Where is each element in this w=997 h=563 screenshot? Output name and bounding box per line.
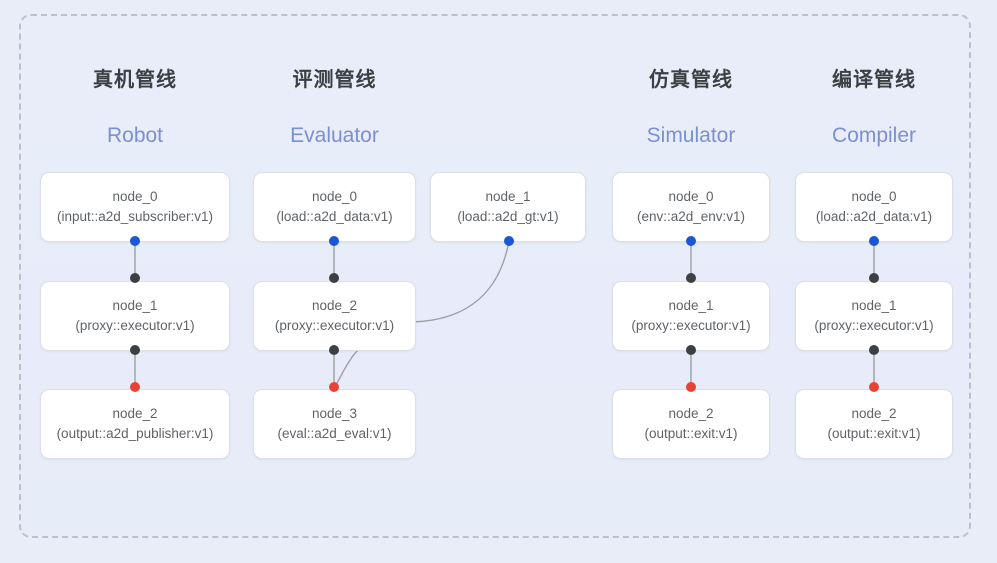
column-title-en-simulator: Simulator — [646, 124, 736, 147]
node-name: node_1 — [668, 298, 714, 313]
port-input-red[interactable] — [686, 382, 696, 392]
port-output-blue[interactable] — [504, 236, 514, 246]
pipeline-column-evaluator: 评测管线 Evaluator node_0 (load::a2d_data:v1… — [253, 0, 586, 563]
port-input-red[interactable] — [130, 382, 140, 392]
node-robot-0[interactable]: node_0 (input::a2d_subscriber:v1) — [40, 172, 230, 242]
port-input-black[interactable] — [869, 273, 879, 283]
node-type: (load::a2d_data:v1) — [276, 209, 393, 224]
node-name: node_2 — [851, 406, 897, 421]
node-name: node_1 — [112, 298, 158, 313]
port-output-black[interactable] — [329, 345, 339, 355]
port-output-black[interactable] — [130, 345, 140, 355]
node-name: node_0 — [668, 189, 714, 204]
port-input-red[interactable] — [329, 382, 339, 392]
port-input-black[interactable] — [686, 273, 696, 283]
node-compiler-2[interactable]: node_2 (output::exit:v1) — [795, 389, 953, 459]
node-type: (proxy::executor:v1) — [631, 318, 751, 333]
column-title-cn-evaluator: 评测管线 — [292, 69, 377, 91]
node-type: (input::a2d_subscriber:v1) — [56, 209, 214, 224]
port-input-black[interactable] — [329, 273, 339, 283]
port-input-red[interactable] — [869, 382, 879, 392]
port-output-blue[interactable] — [869, 236, 879, 246]
column-title-cn-compiler: 编译管线 — [832, 69, 916, 91]
node-type: (output::exit:v1) — [644, 426, 738, 441]
port-input-black[interactable] — [130, 273, 140, 283]
node-type: (env::a2d_env:v1) — [636, 209, 746, 224]
node-compiler-0[interactable]: node_0 (load::a2d_data:v1) — [795, 172, 953, 242]
node-name: node_1 — [485, 189, 531, 204]
port-output-black[interactable] — [686, 345, 696, 355]
node-name: node_3 — [311, 406, 358, 421]
node-name: node_0 — [112, 189, 158, 204]
node-evaluator-2[interactable]: node_2 (proxy::executor:v1) — [253, 281, 416, 351]
node-name: node_2 — [668, 406, 714, 421]
node-name: node_1 — [851, 298, 897, 313]
node-compiler-1[interactable]: node_1 (proxy::executor:v1) — [795, 281, 953, 351]
node-name: node_2 — [311, 298, 358, 313]
node-name: node_0 — [851, 189, 897, 204]
node-simulator-0[interactable]: node_0 (env::a2d_env:v1) — [612, 172, 770, 242]
node-simulator-2[interactable]: node_2 (output::exit:v1) — [612, 389, 770, 459]
node-type: (eval::a2d_eval:v1) — [277, 426, 392, 441]
port-output-blue[interactable] — [686, 236, 696, 246]
port-output-blue[interactable] — [130, 236, 140, 246]
node-evaluator-3[interactable]: node_3 (eval::a2d_eval:v1) — [253, 389, 416, 459]
node-type: (load::a2d_gt:v1) — [457, 209, 559, 224]
node-robot-1[interactable]: node_1 (proxy::executor:v1) — [40, 281, 230, 351]
pipeline-column-simulator: 仿真管线 Simulator node_0 (env::a2d_env:v1) … — [612, 0, 770, 563]
node-robot-2[interactable]: node_2 (output::a2d_publisher:v1) — [40, 389, 230, 459]
node-name: node_2 — [112, 406, 158, 421]
column-title-cn-simulator: 仿真管线 — [649, 69, 733, 91]
column-title-cn-robot: 真机管线 — [93, 69, 177, 91]
node-evaluator-0[interactable]: node_0 (load::a2d_data:v1) — [253, 172, 416, 242]
node-type: (proxy::executor:v1) — [75, 318, 195, 333]
port-output-blue[interactable] — [329, 236, 339, 246]
column-title-en-evaluator: Evaluator — [290, 124, 379, 147]
node-type: (output::a2d_publisher:v1) — [56, 426, 214, 441]
node-type: (proxy::executor:v1) — [274, 318, 395, 333]
node-simulator-1[interactable]: node_1 (proxy::executor:v1) — [612, 281, 770, 351]
node-name: node_0 — [311, 189, 358, 204]
pipeline-column-compiler: 编译管线 Compiler node_0 (load::a2d_data:v1)… — [795, 0, 953, 563]
node-type: (load::a2d_data:v1) — [815, 209, 933, 224]
node-type: (output::exit:v1) — [827, 426, 921, 441]
node-evaluator-1[interactable]: node_1 (load::a2d_gt:v1) — [430, 172, 586, 242]
pipeline-column-robot: 真机管线 Robot node_0 (input::a2d_subscriber… — [40, 0, 230, 563]
port-output-black[interactable] — [869, 345, 879, 355]
column-title-en-compiler: Compiler — [831, 124, 917, 147]
column-title-en-robot: Robot — [106, 124, 164, 147]
node-type: (proxy::executor:v1) — [814, 318, 934, 333]
